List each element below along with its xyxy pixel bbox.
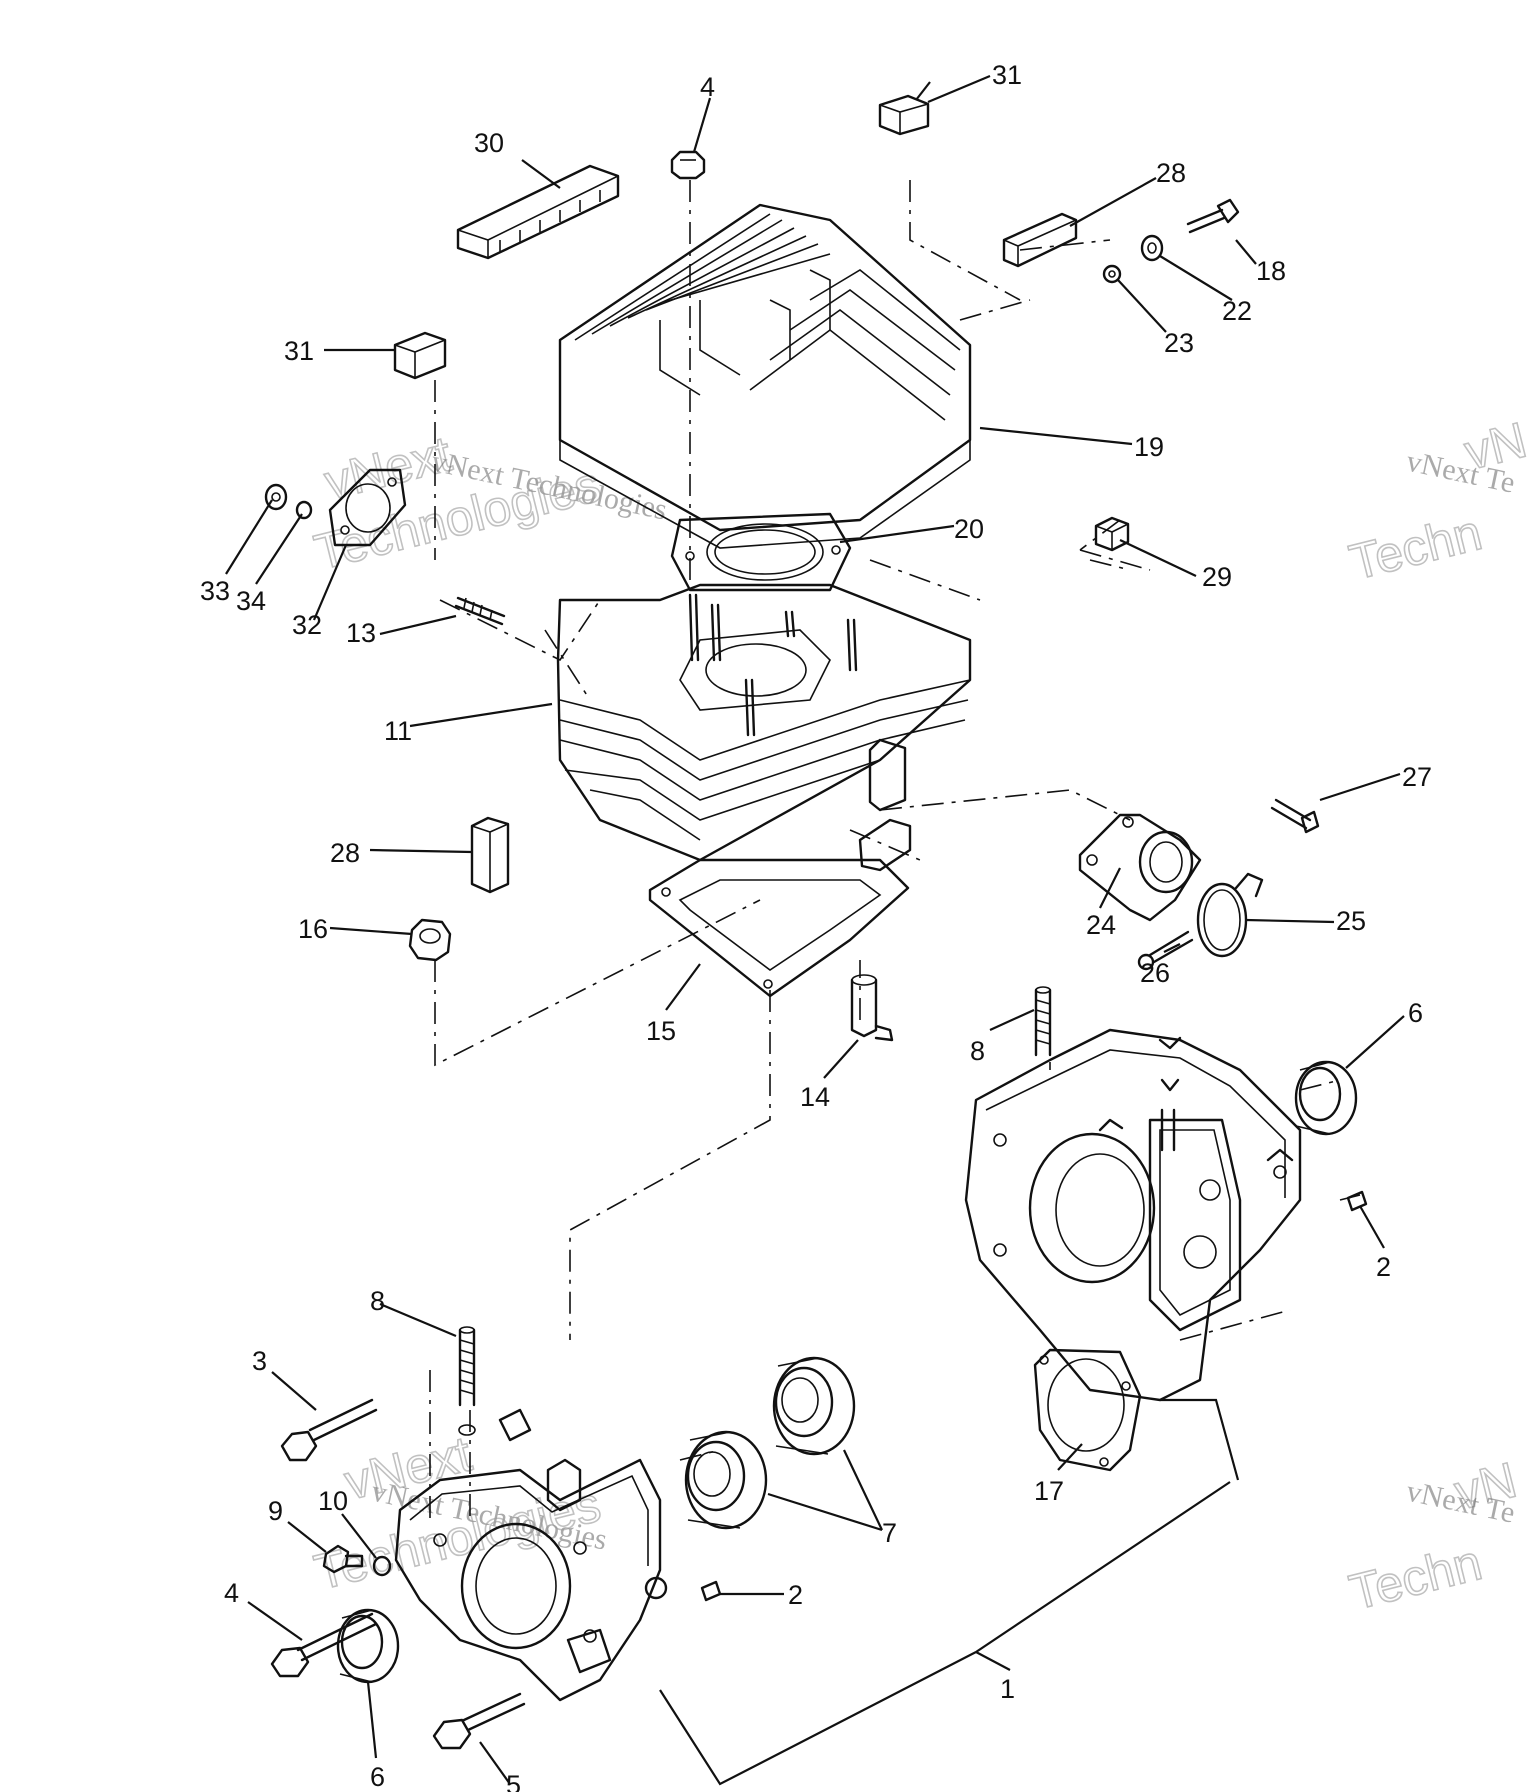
- head-bolt: [1186, 198, 1240, 234]
- head-gasket: [670, 512, 852, 592]
- callout-30: 30: [474, 128, 504, 158]
- callout-22: 22: [1222, 296, 1252, 326]
- dowel-pin: [700, 1580, 722, 1602]
- callout-3: 3: [252, 1346, 267, 1376]
- cylinder: [556, 583, 972, 872]
- intake-manifold: [1078, 813, 1202, 922]
- callout-9: 9: [268, 1496, 283, 1526]
- callout-34: 34: [236, 586, 266, 616]
- callout-21: 4: [700, 72, 715, 102]
- callout-6: 6: [1408, 998, 1423, 1028]
- cylinder-head: [558, 203, 972, 549]
- exhaust-flange-gasket: [328, 468, 407, 547]
- head-nut: [670, 150, 706, 180]
- callout-labels: 4 31 30 28 18 22 23 31 19 20 29 33 34 32…: [200, 60, 1432, 1792]
- oil-seal: [1294, 1060, 1358, 1136]
- callout-24: 24: [1086, 910, 1116, 940]
- callout-33: 33: [200, 576, 230, 606]
- callout-31: 31: [992, 60, 1022, 90]
- crankcase-stud: [1034, 986, 1052, 1057]
- callout-20: 20: [954, 514, 984, 544]
- callout-19: 19: [1134, 432, 1164, 462]
- exhaust-nut: [264, 483, 288, 511]
- assembly-lines: [429, 180, 1361, 1520]
- crankcase-bolt: [270, 1612, 378, 1678]
- callout-26: 26: [1140, 958, 1170, 988]
- crankcase-bolt: [432, 1692, 526, 1750]
- callout-5: 5: [506, 1770, 521, 1792]
- oil-seal: [336, 1608, 400, 1684]
- rubber-block-long: [456, 164, 620, 260]
- callout-17: 17: [1034, 1476, 1064, 1506]
- callout-28: 28: [330, 838, 360, 868]
- small-nut: [1102, 264, 1122, 284]
- callout-23: 23: [1164, 328, 1194, 358]
- hose-clamp: [1196, 872, 1264, 958]
- base-gasket: [648, 858, 910, 998]
- rubber-block-medium: [1002, 212, 1078, 268]
- small-bolt: [322, 1544, 364, 1574]
- callout-28: 28: [1156, 158, 1186, 188]
- watermark-group: vNext vNext Technologies Technologies vN…: [308, 411, 1532, 1622]
- temperature-sensor: [850, 974, 894, 1042]
- callout-7: 7: [882, 1518, 897, 1548]
- clamp-screw: [1137, 930, 1194, 971]
- washer: [1140, 234, 1164, 262]
- callout-11: 11: [384, 716, 412, 746]
- rubber-block-small: [878, 94, 930, 136]
- manifold-screw: [1270, 798, 1320, 834]
- callout-29: 29: [1202, 562, 1232, 592]
- leader-lines: [225, 74, 1405, 1786]
- cover-gasket: [1033, 1348, 1142, 1472]
- callout-18: 18: [1256, 256, 1286, 286]
- callout-16: 16: [298, 914, 328, 944]
- cylinder-nut: [408, 918, 452, 962]
- callout-31: 31: [284, 336, 314, 366]
- callout-2: 2: [788, 1580, 803, 1610]
- small-washer: [372, 1555, 392, 1577]
- callout-2: 2: [1376, 1252, 1391, 1282]
- callout-15: 15: [646, 1016, 676, 1046]
- crankcase-right: [964, 1028, 1302, 1402]
- crankcase-bolt: [280, 1398, 378, 1462]
- callout-25: 25: [1336, 906, 1366, 936]
- crankcase-stud: [458, 1326, 476, 1436]
- callout-6: 6: [370, 1762, 385, 1792]
- watermark-technologies: Techn: [1344, 504, 1487, 591]
- rubber-block-tiny: [1094, 516, 1130, 552]
- callout-1: 1: [1000, 1674, 1015, 1704]
- callout-32: 32: [292, 610, 322, 640]
- callout-8: 8: [970, 1036, 985, 1066]
- callout-13: 13: [346, 618, 376, 648]
- stud: [454, 596, 506, 626]
- watermark-technologies: Techn: [1344, 1534, 1487, 1621]
- callout-4: 4: [224, 1578, 239, 1608]
- rubber-block-medium: [470, 816, 510, 894]
- exhaust-washer: [295, 500, 313, 520]
- callout-27: 27: [1402, 762, 1432, 792]
- crank-bearing: [684, 1430, 768, 1530]
- callout-14: 14: [800, 1082, 830, 1112]
- crankcase-left: [394, 1408, 668, 1702]
- rubber-block-small: [393, 331, 447, 380]
- callout-10: 10: [318, 1486, 348, 1516]
- callout-8: 8: [370, 1286, 385, 1316]
- dowel-pin: [1346, 1190, 1368, 1212]
- crank-bearing: [772, 1356, 856, 1456]
